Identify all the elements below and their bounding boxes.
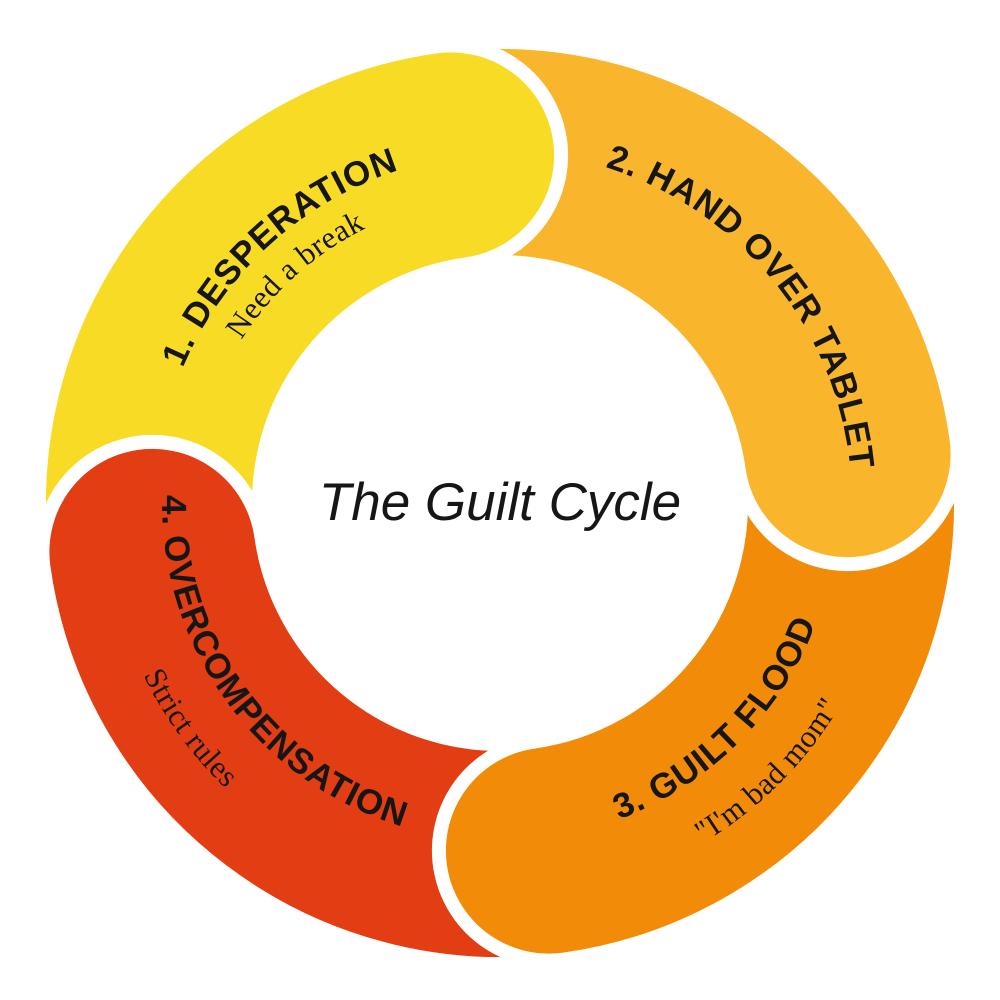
cycle-segment-4-overcompensation — [49, 448, 652, 958]
diagram-title: The Guilt Cycle — [319, 473, 681, 532]
